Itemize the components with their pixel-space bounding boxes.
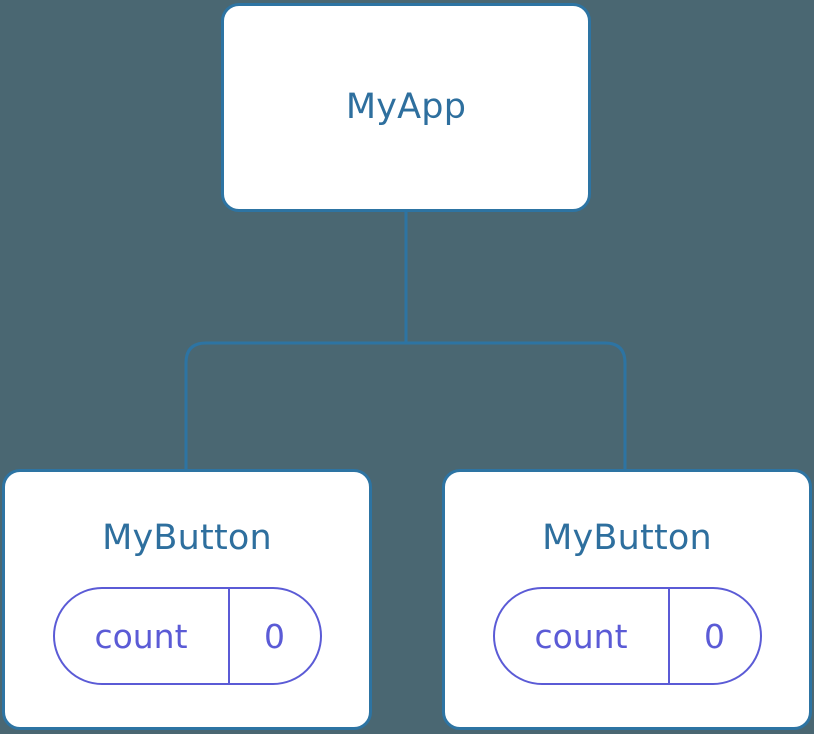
state-pill-key-child-left: count [94, 616, 188, 656]
state-pill-key-child-right: count [534, 616, 628, 656]
connector-branch-left [184, 341, 406, 471]
state-pill-divider-child-left [227, 589, 230, 683]
node-card-child-left[interactable]: MyButton count 0 [2, 469, 372, 730]
node-title-root: MyApp [345, 87, 467, 127]
state-pill-value-child-left: 0 [264, 616, 285, 656]
connector-branch-right [406, 341, 627, 471]
state-pill-divider-child-right [667, 589, 670, 683]
node-title-child-left: MyButton [102, 518, 272, 558]
node-card-root[interactable]: MyApp [221, 3, 591, 212]
state-pill-value-child-right: 0 [704, 616, 725, 656]
node-card-child-right[interactable]: MyButton count 0 [442, 469, 812, 730]
node-title-child-right: MyButton [542, 518, 712, 558]
state-pill-child-left[interactable]: count 0 [52, 587, 322, 685]
state-pill-child-right[interactable]: count 0 [492, 587, 762, 685]
